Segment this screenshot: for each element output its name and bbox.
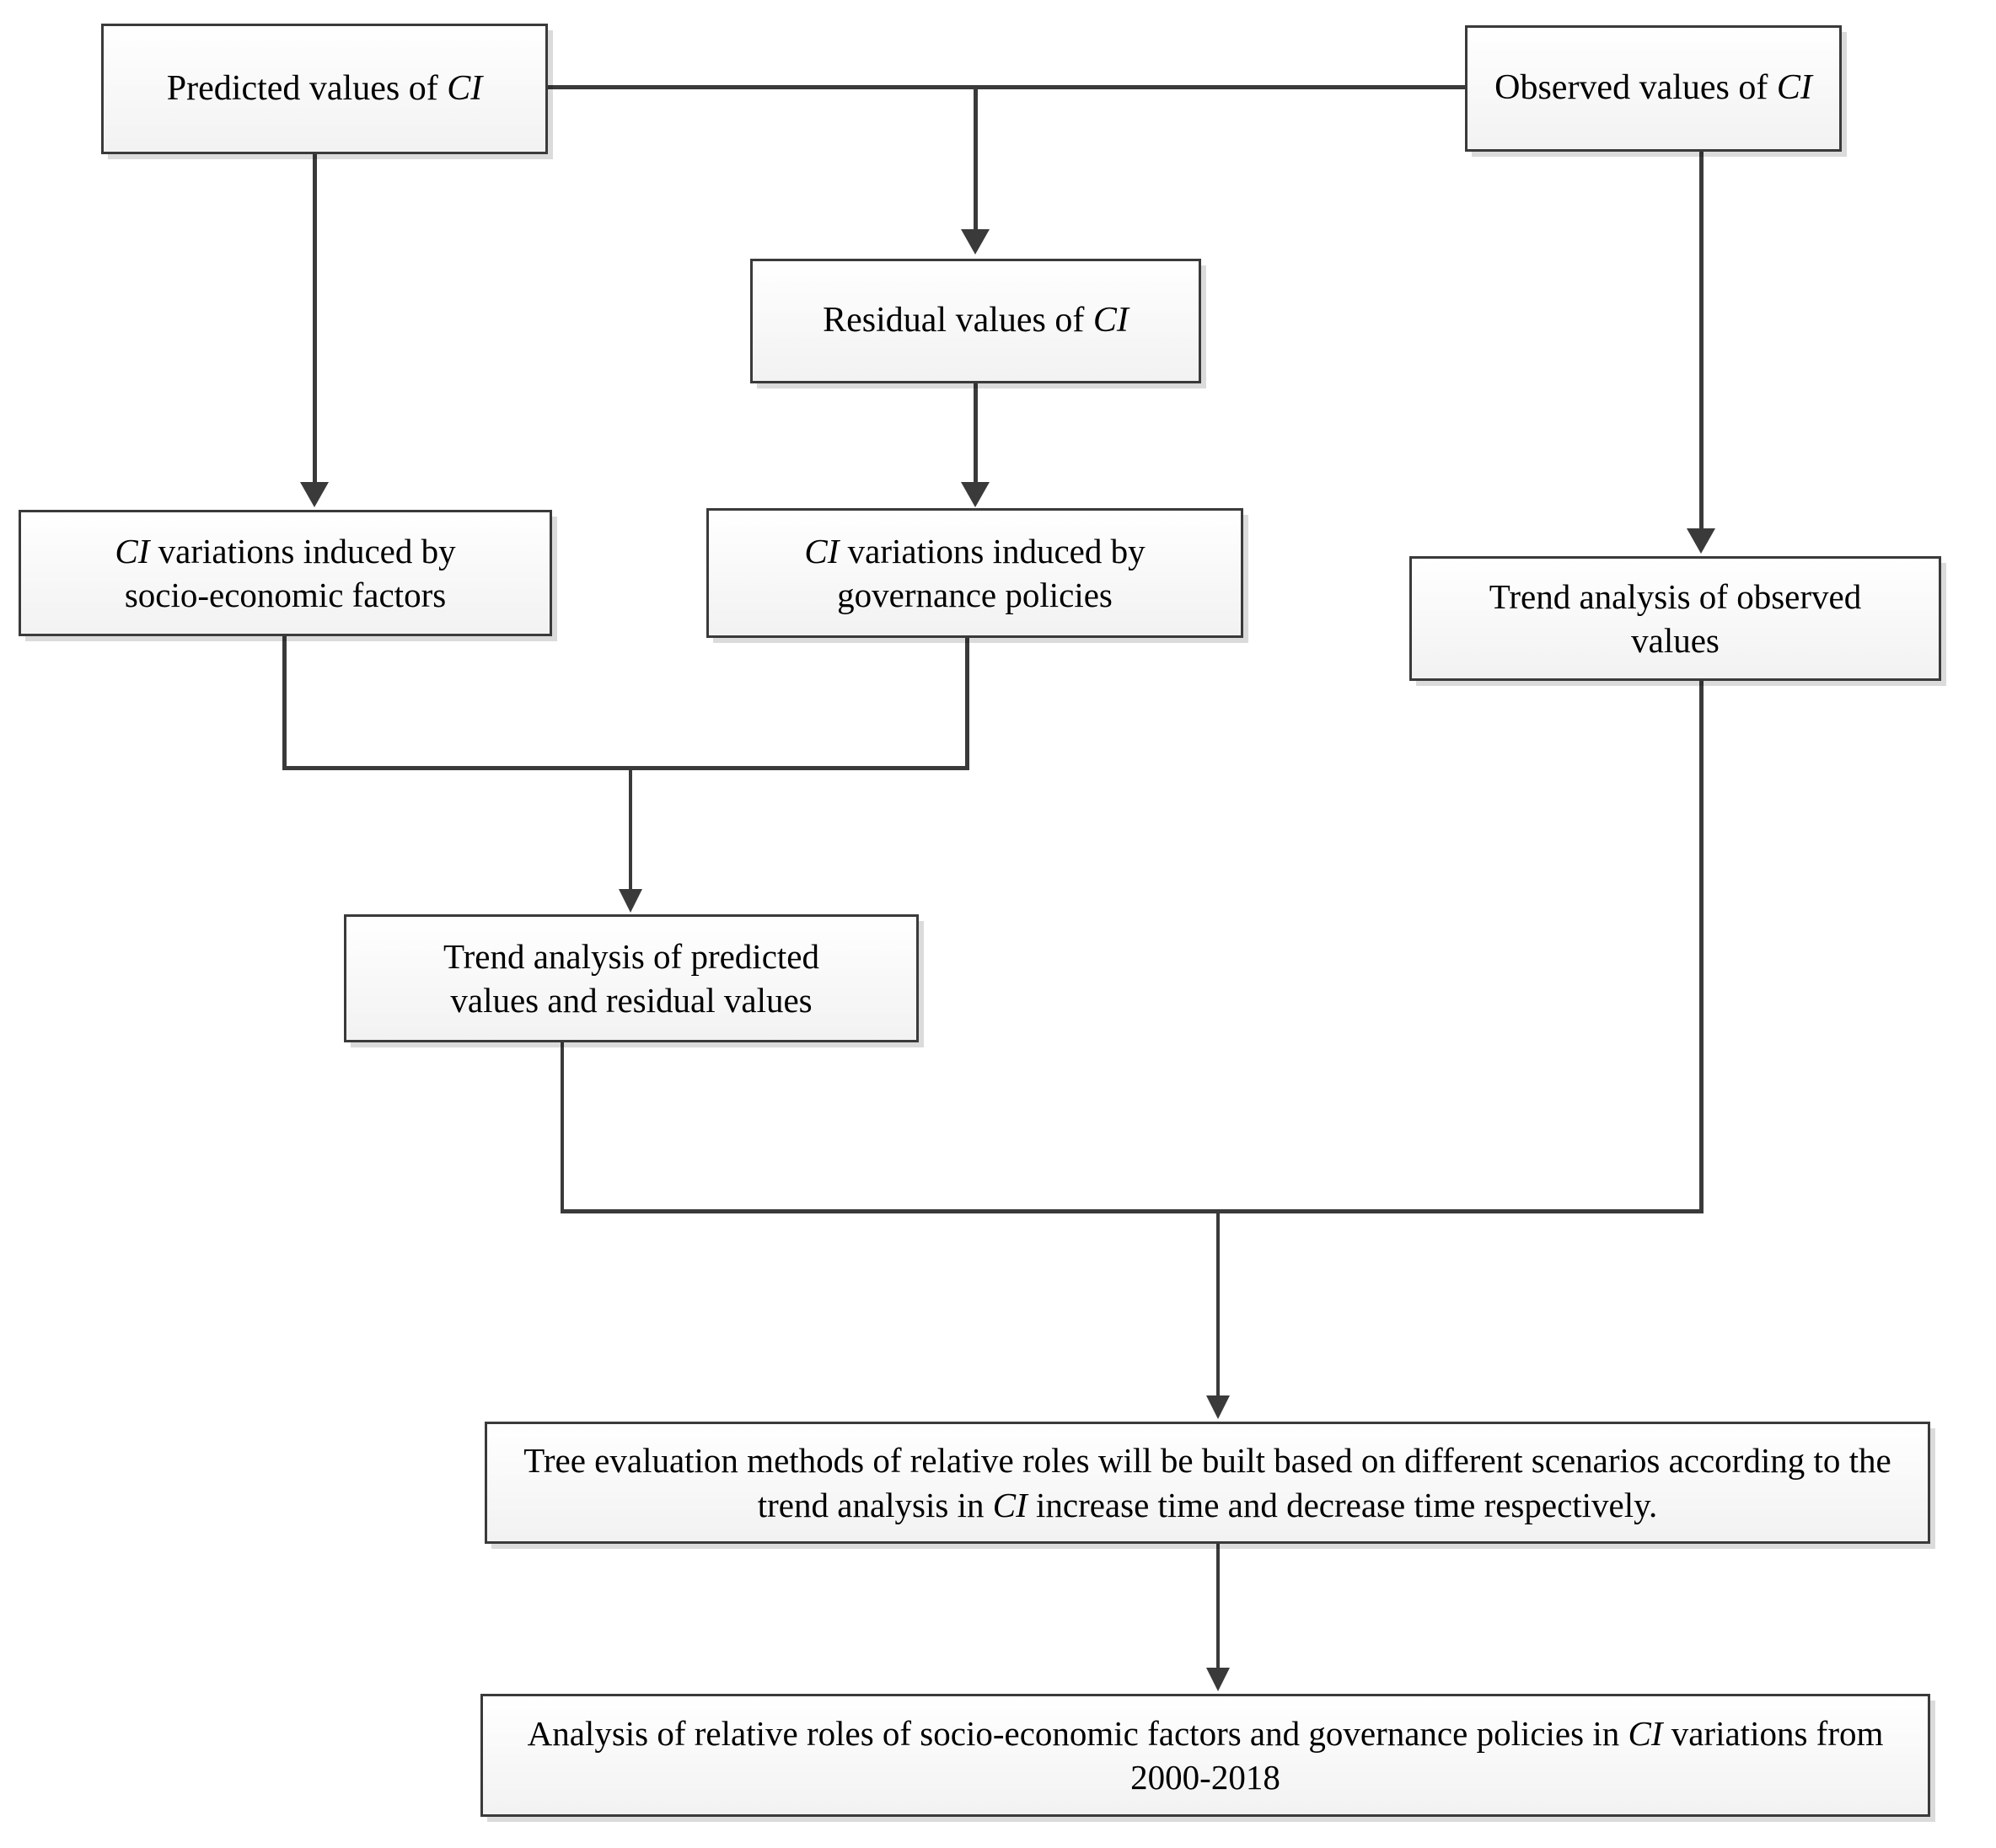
edge-governance-down (965, 636, 969, 770)
arrowhead-to-socio (300, 482, 329, 507)
edge-predicted-to-socio (313, 153, 317, 483)
edge-trend-observed-down (1699, 679, 1704, 1213)
node-observed-values-label: Observed values of CI (1494, 68, 1812, 108)
edge-tree-to-final (1216, 1540, 1220, 1669)
edge-predicted-to-observed (546, 85, 1467, 89)
italic-ci: CI (992, 1485, 1028, 1524)
edge-observed-to-trend-observed (1699, 150, 1704, 529)
arrowhead-to-final-analysis (1206, 1668, 1230, 1691)
node-final-analysis-label: Analysis of relative roles of socio-econ… (527, 1713, 1884, 1797)
edge-merge-drop-predicted (629, 766, 632, 890)
edge-socio-down (282, 635, 287, 770)
arrowhead-to-trend-observed (1687, 528, 1715, 554)
node-tree-evaluation-label: Tree evaluation methods of relative role… (523, 1441, 1891, 1524)
edge-merge-bar-predicted (282, 766, 969, 770)
arrowhead-to-trend-predicted (619, 889, 642, 913)
italic-ci: CI (115, 531, 150, 570)
edge-residual-to-governance (974, 382, 978, 483)
edge-trend-predicted-down (561, 1041, 564, 1213)
edge-merge-bar-tree (561, 1209, 1704, 1213)
italic-ci: CI (804, 531, 840, 570)
italic-ci: CI (1628, 1713, 1663, 1753)
node-predicted-values[interactable]: Predicted values of CI (101, 24, 548, 154)
arrowhead-to-residual (961, 229, 990, 254)
node-analysis-relative-roles[interactable]: Analysis of relative roles of socio-econ… (480, 1694, 1930, 1817)
italic-ci: CI (1092, 301, 1129, 340)
node-predicted-values-label: Predicted values of CI (166, 68, 483, 108)
node-observed-values[interactable]: Observed values of CI (1465, 25, 1842, 152)
italic-ci: CI (1776, 68, 1812, 108)
node-residual-values[interactable]: Residual values of CI (750, 259, 1201, 383)
node-residual-values-label: Residual values of CI (823, 301, 1129, 340)
node-tree-evaluation-methods[interactable]: Tree evaluation methods of relative role… (485, 1422, 1930, 1544)
edge-merge-drop-tree (1216, 1209, 1220, 1396)
arrowhead-to-tree-evaluation (1206, 1395, 1230, 1419)
arrowhead-to-governance (961, 482, 990, 507)
italic-ci: CI (447, 68, 483, 108)
edge-trunk-to-residual (974, 85, 978, 230)
